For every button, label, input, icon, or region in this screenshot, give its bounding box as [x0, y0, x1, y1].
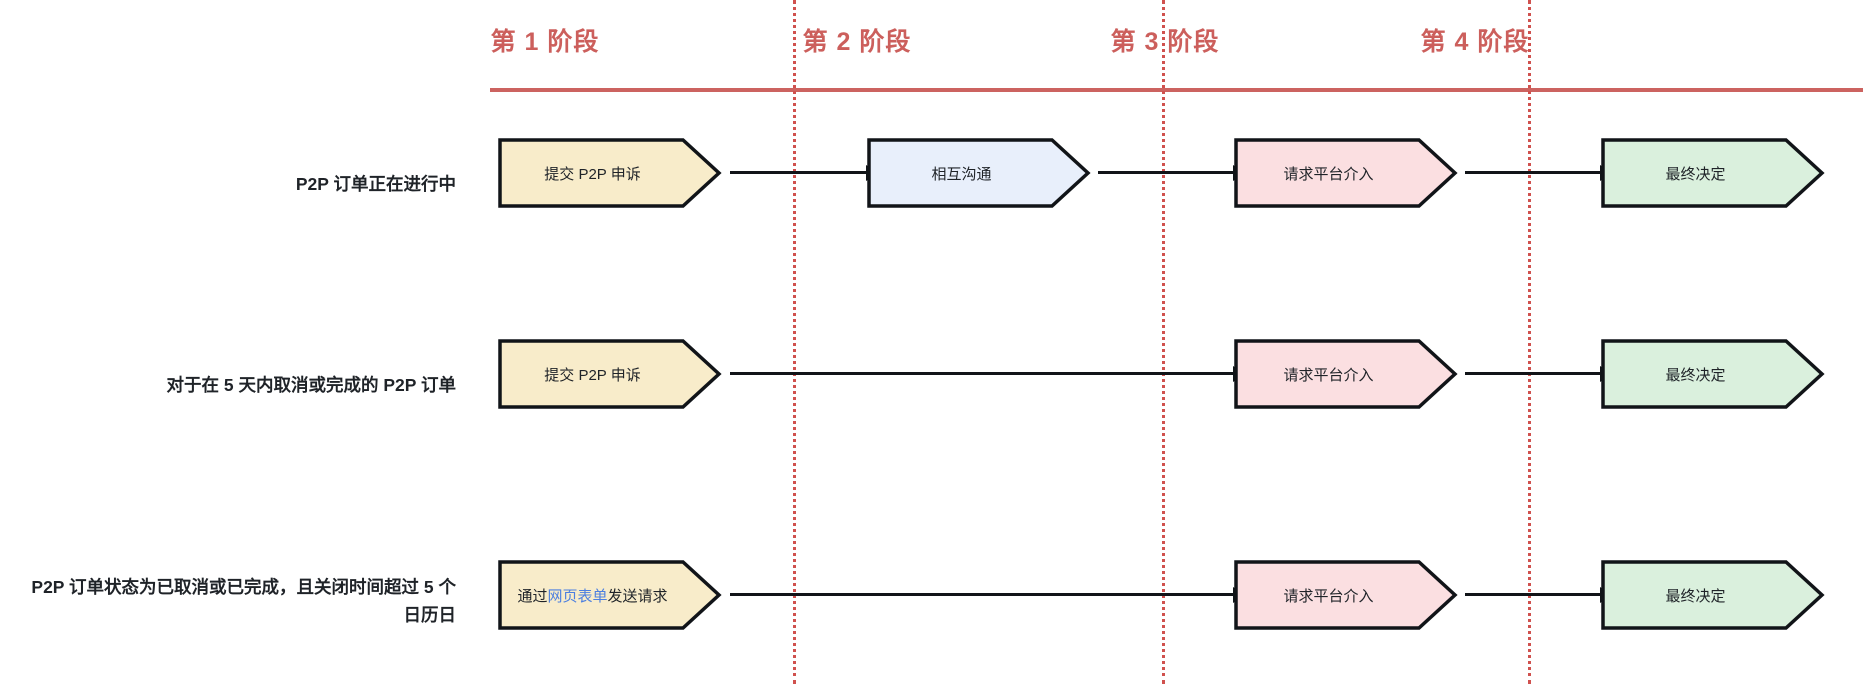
row-label-1: P2P 订单正在进行中 — [295, 174, 456, 194]
chevron-outline — [1601, 560, 1825, 630]
phase-divider-2 — [1162, 0, 1165, 684]
chevron-outline — [1234, 138, 1458, 208]
chevron-outline — [498, 138, 722, 208]
connector-r3-1 — [730, 593, 1237, 596]
phase-divider-1 — [793, 0, 796, 684]
connector-r2-2 — [1465, 372, 1604, 375]
chevron-outline — [498, 560, 722, 630]
phase-header-4: 第 4 阶段 — [1420, 28, 1530, 56]
connector-r1-2 — [1098, 171, 1237, 174]
chevron-outline — [1234, 560, 1458, 630]
step-shape-r2c2[interactable]: 请求平台介入 — [1233, 338, 1458, 410]
phase-header-1: 第 1 阶段 — [490, 28, 600, 56]
connector-r1-3 — [1465, 171, 1604, 174]
step-shape-r1c2[interactable]: 相互沟通 — [866, 137, 1091, 209]
chevron-outline — [1234, 339, 1458, 409]
chevron-outline — [1601, 138, 1825, 208]
phase-header-rule — [490, 88, 1863, 92]
step-shape-r2c1[interactable]: 提交 P2P 申诉 — [497, 338, 722, 410]
step-shape-r3c2[interactable]: 请求平台介入 — [1233, 559, 1458, 631]
step-shape-r1c4[interactable]: 最终决定 — [1600, 137, 1825, 209]
row-label-2: 对于在 5 天内取消或完成的 P2P 订单 — [166, 375, 456, 395]
row-label-3: P2P 订单状态为已取消或已完成，且关闭时间超过 5 个日历日 — [31, 577, 456, 626]
chevron-outline — [867, 138, 1091, 208]
chevron-outline — [498, 339, 722, 409]
step-shape-r3c3[interactable]: 最终决定 — [1600, 559, 1825, 631]
step-shape-r1c3[interactable]: 请求平台介入 — [1233, 137, 1458, 209]
step-shape-r2c3[interactable]: 最终决定 — [1600, 338, 1825, 410]
connector-r2-1 — [730, 372, 1237, 375]
step-shape-r1c1[interactable]: 提交 P2P 申诉 — [497, 137, 722, 209]
step-shape-r3c1[interactable]: 通过网页表单发送请求 — [497, 559, 722, 631]
phase-header-3: 第 3 阶段 — [1110, 28, 1220, 56]
connector-r1-1 — [730, 171, 870, 174]
connector-r3-2 — [1465, 593, 1604, 596]
phase-divider-3 — [1528, 0, 1531, 684]
chevron-outline — [1601, 339, 1825, 409]
phase-header-2: 第 2 阶段 — [802, 28, 912, 56]
